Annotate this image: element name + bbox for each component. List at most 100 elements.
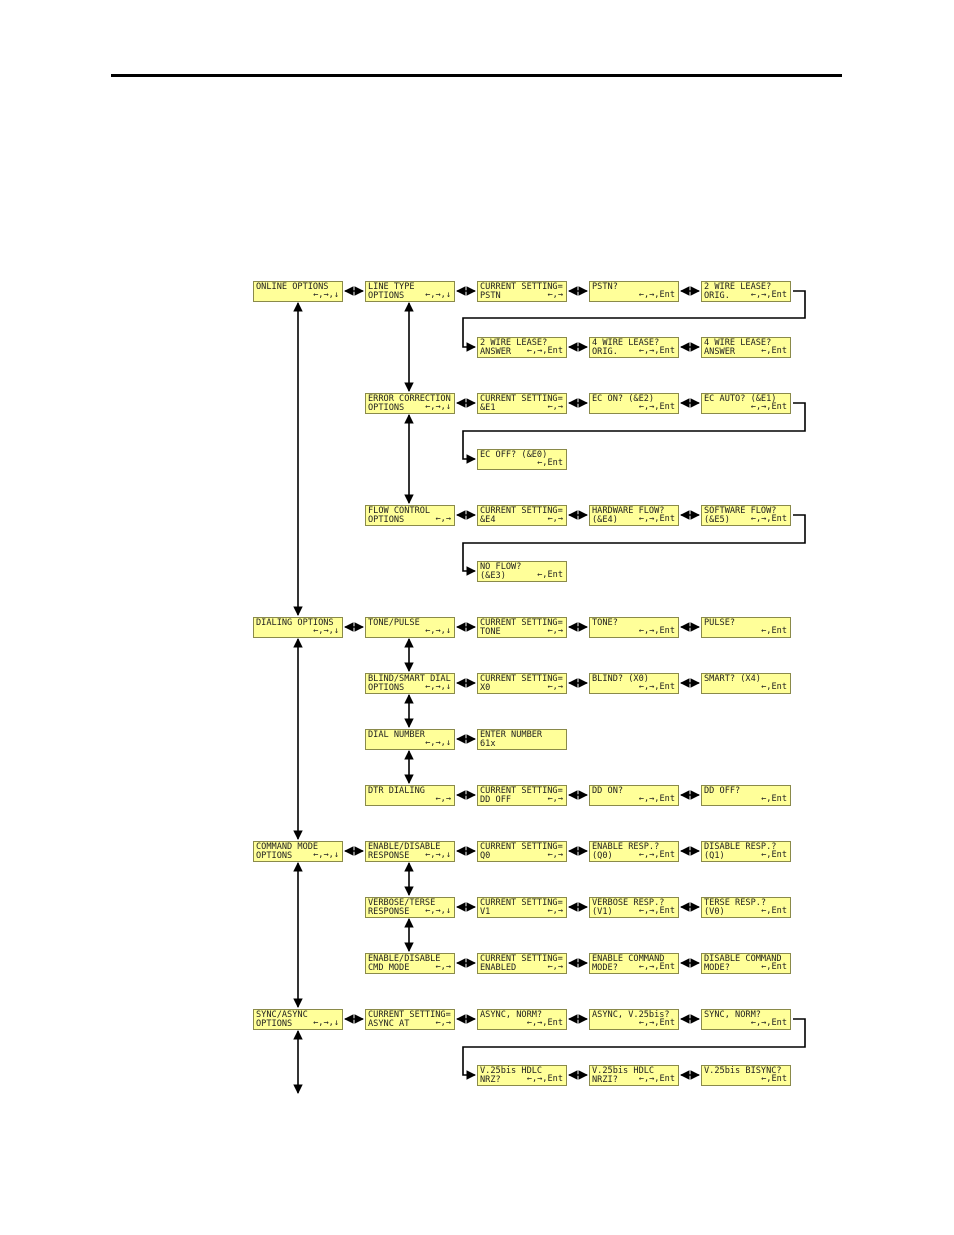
key-hint: ←,→,↓ xyxy=(425,906,451,917)
lcd-line1: V.25bis HDLC xyxy=(480,1066,543,1076)
lcd-line1: CURRENT SETTING= xyxy=(480,394,563,404)
key-hint: ←,→,↓ xyxy=(425,738,451,749)
wrap-connector xyxy=(462,402,806,464)
key-hint: ←,Ent xyxy=(761,346,787,357)
key-hint: ←,→ xyxy=(435,962,451,973)
lcd-box-online-options: ONLINE OPTIONS←,→,↓ xyxy=(253,281,343,302)
key-hint: ←,→,Ent xyxy=(638,794,675,805)
key-hint: ←,→,Ent xyxy=(526,1018,563,1029)
key-hint: ←,→,Ent xyxy=(638,402,675,413)
lcd-line1: TERSE RESP.? xyxy=(704,898,767,908)
key-hint: ←,→,Ent xyxy=(638,514,675,525)
lcd-box-tone-pulse: TONE/PULSE←,→,↓ xyxy=(365,617,455,638)
lcd-box-ec-auto: EC AUTO? (&E1)←,→,Ent xyxy=(701,393,791,414)
wrap-connector xyxy=(462,514,806,576)
lcd-box-cm-current-setting: CURRENT SETTING=ENABLED←,→ xyxy=(477,953,567,974)
key-hint: ←,→,Ent xyxy=(638,906,675,917)
lcd-line2: RESPONSE xyxy=(368,851,410,861)
lcd-line2: NRZI? xyxy=(592,1075,618,1085)
key-hint: ←,→ xyxy=(547,962,563,973)
lcd-line2: (&E4) xyxy=(592,515,618,525)
lcd-line1: CURRENT SETTING= xyxy=(480,506,563,516)
top-rule xyxy=(111,74,842,77)
lcd-line1: TONE/PULSE xyxy=(368,618,420,628)
key-hint: ←,→,↓ xyxy=(425,402,451,413)
lcd-box-edr-disable: DISABLE RESP.?(Q1)←,Ent xyxy=(701,841,791,862)
key-hint: ←,Ent xyxy=(761,794,787,805)
key-hint: ←,→,Ent xyxy=(526,1074,563,1085)
lcd-line2: ANSWER xyxy=(480,347,512,357)
lcd-box-sa-async-v25bis: ASYNC, V.25bis?←,→,Ent xyxy=(589,1009,679,1030)
lcd-box-tp-pulse: PULSE? ←,Ent xyxy=(701,617,791,638)
lcd-line2: (&E5) xyxy=(704,515,730,525)
lcd-line1: EC AUTO? (&E1) xyxy=(704,394,777,404)
key-hint: ←,→,Ent xyxy=(638,850,675,861)
lcd-line1: ENABLE/DISABLE xyxy=(368,954,441,964)
lcd-line2: TONE xyxy=(480,627,501,637)
lcd-line2: OPTIONS xyxy=(368,515,405,525)
lcd-box-dd-off: DD OFF?←,Ent xyxy=(701,785,791,806)
lcd-line1: ENABLE COMMAND xyxy=(592,954,665,964)
key-hint: ←,→ xyxy=(547,402,563,413)
lcd-box-lt-4wire-orig: 4 WIRE LEASE?ORIG.←,→,Ent xyxy=(589,337,679,358)
key-hint: ←,→,↓ xyxy=(313,850,339,861)
key-hint: ←,Ent xyxy=(537,458,563,469)
key-hint: ←,→ xyxy=(547,514,563,525)
lcd-line2: (V1) xyxy=(592,907,613,917)
lcd-box-dial-number: DIAL NUMBER←,→,↓ xyxy=(365,729,455,750)
lcd-line1: ASYNC, V.25bis? xyxy=(592,1010,670,1020)
key-hint: ←,→ xyxy=(435,1018,451,1029)
lcd-box-dtr-dialing: DTR DIALING←,→ xyxy=(365,785,455,806)
lcd-line2: NRZ? xyxy=(480,1075,501,1085)
lcd-box-sa-v25bis-bisync: V.25bis BISYNC?←,Ent xyxy=(701,1065,791,1086)
lcd-line1: CURRENT SETTING= xyxy=(480,898,563,908)
lcd-box-ec-off: EC OFF? (&E0)←,Ent xyxy=(477,449,567,470)
key-hint: ←,→,↓ xyxy=(313,1018,339,1029)
lcd-box-bs-current-setting: CURRENT SETTING=X0←,→ xyxy=(477,673,567,694)
wrap-connector xyxy=(462,1018,806,1080)
lcd-line2: OPTIONS xyxy=(368,683,405,693)
lcd-line1: SYNC/ASYNC xyxy=(256,1010,308,1020)
key-hint: ←,→,Ent xyxy=(750,1018,787,1029)
lcd-line1: 2 WIRE LEASE? xyxy=(480,338,548,348)
key-hint: ←,→,Ent xyxy=(750,402,787,413)
lcd-line1: SOFTWARE FLOW? xyxy=(704,506,777,516)
lcd-line1: DISABLE COMMAND xyxy=(704,954,782,964)
lcd-line1: CURRENT SETTING= xyxy=(368,1010,451,1020)
lcd-line1: PULSE? xyxy=(704,618,736,628)
lcd-line1: CURRENT SETTING= xyxy=(480,674,563,684)
lcd-line1: ONLINE OPTIONS xyxy=(256,282,329,292)
lcd-box-dd-current-setting: CURRENT SETTING=DD OFF←,→ xyxy=(477,785,567,806)
lcd-box-vt-terse: TERSE RESP.?(V0)←,Ent xyxy=(701,897,791,918)
lcd-line1: DD ON? xyxy=(592,786,624,796)
lcd-box-fc-software: SOFTWARE FLOW?(&E5)←,→,Ent xyxy=(701,505,791,526)
lcd-line1: NO FLOW? xyxy=(480,562,522,572)
lcd-box-lt-current-setting: CURRENT SETTING=PSTN←,→ xyxy=(477,281,567,302)
lcd-line1: 4 WIRE LEASE? xyxy=(704,338,772,348)
key-hint: ←,→,Ent xyxy=(638,682,675,693)
lcd-line1: FLOW CONTROL xyxy=(368,506,431,516)
lcd-line1: 2 WIRE LEASE? xyxy=(704,282,772,292)
lcd-box-lt-pstn: PSTN?←,→,Ent xyxy=(589,281,679,302)
lcd-line1: COMMAND MODE xyxy=(256,842,319,852)
key-hint: ←,Ent xyxy=(761,850,787,861)
lcd-line2: ENABLED xyxy=(480,963,517,973)
key-hint: ←,Ent xyxy=(761,682,787,693)
lcd-line1: ASYNC, NORM? xyxy=(480,1010,543,1020)
lcd-line1: CURRENT SETTING= xyxy=(480,842,563,852)
lcd-line1: DIALING OPTIONS xyxy=(256,618,334,628)
key-hint: ←,Ent xyxy=(761,626,787,637)
lcd-box-edr-current-setting: CURRENT SETTING=Q0←,→ xyxy=(477,841,567,862)
key-hint: ←,→,↓ xyxy=(425,682,451,693)
key-hint: ←,→ xyxy=(547,626,563,637)
key-hint: ←,→ xyxy=(547,290,563,301)
lcd-line1: BLIND? (X0) xyxy=(592,674,649,684)
lcd-box-sa-sync-norm: SYNC, NORM?←,→,Ent xyxy=(701,1009,791,1030)
